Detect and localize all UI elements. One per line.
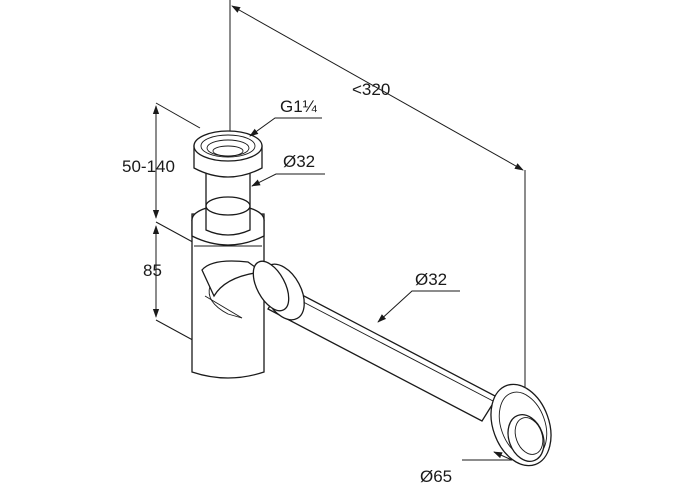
trap-elbow-edge bbox=[204, 295, 243, 319]
union-nut-front bbox=[252, 260, 290, 312]
pipe-diameter-label: Ø32 bbox=[415, 270, 447, 289]
height-dimensions bbox=[152, 102, 201, 345]
thread-leader bbox=[249, 117, 322, 137]
rosette-boss-inner bbox=[514, 417, 544, 455]
pipe-diameter-leader bbox=[377, 290, 460, 323]
union-nut bbox=[252, 260, 305, 321]
leaders bbox=[249, 117, 513, 461]
trap-cylinder bbox=[191, 213, 265, 379]
connector-bore bbox=[212, 145, 244, 157]
length-dimension bbox=[229, 0, 526, 392]
length-dimension-line bbox=[231, 5, 524, 171]
lower-height-label: 85 bbox=[143, 261, 162, 280]
extension-top bbox=[155, 102, 201, 129]
thread-label: G1¼ bbox=[280, 97, 318, 116]
upper-diameter-label: Ø32 bbox=[283, 152, 315, 171]
height-range-label: 50-140 bbox=[122, 157, 175, 176]
upper-diameter-leader bbox=[251, 173, 325, 187]
riser bbox=[193, 130, 263, 236]
trap-elbow-curve bbox=[208, 285, 243, 319]
length-label: <320 bbox=[352, 80, 390, 99]
connector-top-ring bbox=[200, 134, 256, 158]
riser-band bbox=[205, 196, 251, 216]
rosette-boss bbox=[507, 414, 545, 462]
rosette-diameter-label: Ø65 bbox=[420, 467, 452, 486]
pipe-highlight bbox=[285, 292, 494, 402]
wall-rosette bbox=[490, 383, 552, 467]
rosette-diameter-leader bbox=[462, 451, 513, 461]
